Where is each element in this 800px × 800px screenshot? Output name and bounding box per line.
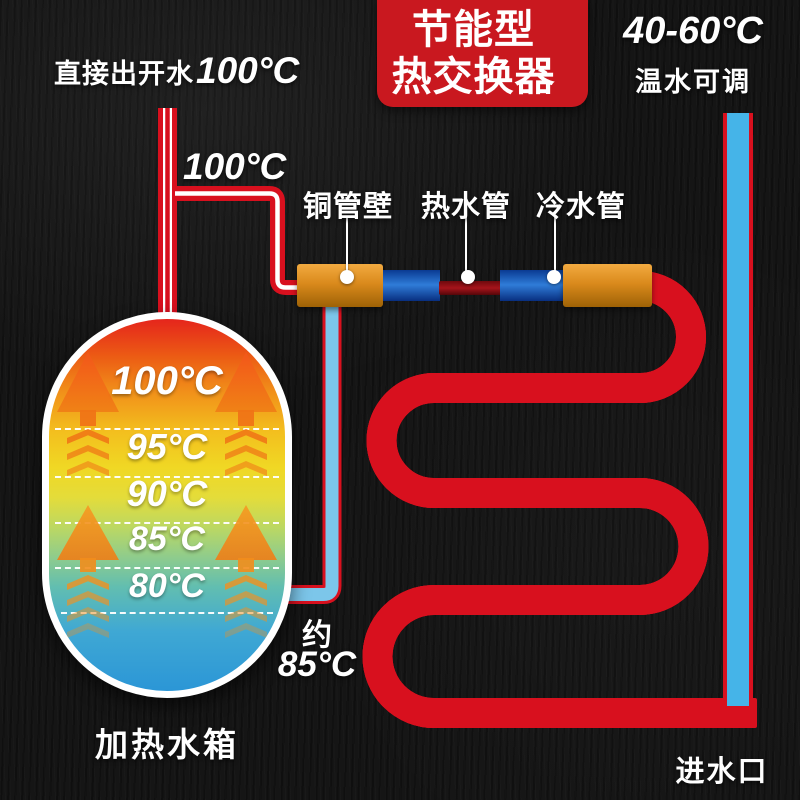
leader-dot-hot — [461, 270, 475, 284]
heating-tank: 100°C 95°C 90°C 85°C 80°C — [42, 312, 292, 698]
leader-line-hot — [465, 216, 467, 272]
preheat-pipe-core — [284, 296, 339, 601]
tank-temp-85: 85°C — [129, 520, 205, 558]
outlet-pipe-temp-label: 100°C — [183, 146, 287, 187]
leader-line-copper — [346, 216, 348, 272]
tank-temp-80: 80°C — [129, 567, 205, 605]
cold-pipe-label: 冷水管 — [536, 191, 627, 223]
hot-branch-pipe — [175, 186, 301, 295]
tank-divider-line — [55, 522, 279, 524]
leader-dot-cold — [547, 270, 561, 284]
water-inlet-label: 进水口 — [675, 756, 769, 788]
tank-divider-line — [61, 612, 273, 614]
preheat-approx-prefix: 约 — [302, 619, 332, 652]
copper-block-right — [563, 264, 652, 307]
leader-dot-copper — [340, 270, 354, 284]
title-badge: 节能型 热交换器 — [377, 0, 588, 107]
leader-line-cold — [554, 216, 556, 272]
preheat-approx-temp: 85°C — [277, 645, 357, 684]
hot-pipe-label: 热水管 — [421, 191, 512, 223]
warm-output-text: 温水可调 — [635, 67, 751, 97]
serpentine-end-cap — [751, 698, 757, 728]
badge-line2: 热交换器 — [391, 54, 556, 99]
boiling-output-text: 直接出开水 — [54, 59, 194, 89]
tank-divider-line — [55, 567, 279, 569]
tank-divider-line — [55, 476, 279, 478]
cold-pipe-section-left — [383, 270, 440, 301]
hot-core-section — [439, 281, 502, 295]
heat-arrow-stem — [80, 558, 96, 572]
copper-block-left — [297, 264, 383, 307]
heat-chevron-icon — [67, 623, 109, 638]
heat-arrow-stem — [238, 558, 254, 572]
badge-line1: 节能型 — [412, 7, 535, 52]
copper-wall-label: 铜管壁 — [303, 191, 394, 223]
tank-name-label: 加热水箱 — [95, 726, 239, 763]
boiling-output-temp: 100°C — [196, 50, 300, 91]
warm-output-caption: 40-60°C 温水可调 — [613, 10, 773, 99]
hot-branch-pipe-stripe — [175, 191, 301, 290]
tank-temp-95: 95°C — [126, 426, 208, 467]
serpentine-pipe-highlight — [378, 286, 754, 713]
heat-arrow-stem — [80, 410, 96, 426]
heat-chevron-icon — [67, 607, 109, 622]
tank-temp-100: 100°C — [111, 359, 223, 403]
heat-arrow-stem — [238, 410, 254, 426]
tank-temp-90: 90°C — [126, 473, 208, 514]
warm-output-range: 40-60°C — [623, 10, 763, 52]
tank-divider-line — [55, 428, 279, 430]
